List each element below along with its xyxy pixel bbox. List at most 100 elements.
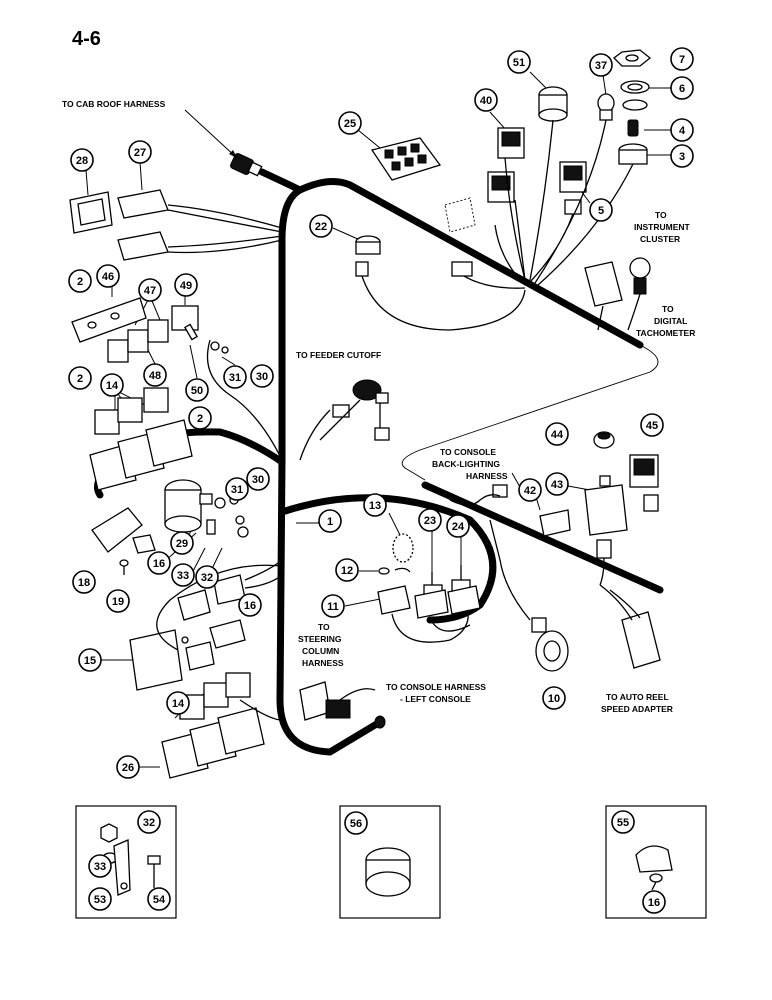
label-instrument-1: TO xyxy=(655,210,667,220)
callout-31-a: 31 xyxy=(223,365,247,389)
label-reel-2: SPEED ADAPTER xyxy=(601,704,673,714)
svg-text:11: 11 xyxy=(327,601,339,613)
svg-text:37: 37 xyxy=(595,60,607,72)
label-instrument-2: INSTRUMENT xyxy=(634,222,691,232)
auto-reel-connector xyxy=(599,584,661,669)
svg-text:18: 18 xyxy=(78,577,90,589)
callout-56: 56 xyxy=(344,811,368,835)
steering-column-connector xyxy=(299,681,376,721)
label-left-console-1: TO CONSOLE HARNESS xyxy=(386,682,486,692)
label-tach-3: TACHOMETER xyxy=(636,328,695,338)
callout-11: 11 xyxy=(321,594,345,618)
callout-5: 5 xyxy=(589,198,613,222)
switch-22 xyxy=(355,235,526,331)
svg-text:1: 1 xyxy=(327,516,333,528)
inset-right xyxy=(605,805,707,919)
svg-text:40: 40 xyxy=(480,95,492,107)
label-steering-3: COLUMN xyxy=(302,646,339,656)
svg-text:27: 27 xyxy=(134,147,146,159)
svg-text:49: 49 xyxy=(180,280,192,292)
callout-48: 48 xyxy=(143,363,167,387)
callout-19: 19 xyxy=(106,589,130,613)
left-console-end xyxy=(374,715,386,729)
callout-54: 54 xyxy=(147,887,171,911)
solenoid-29 xyxy=(164,479,213,533)
feeder-cutoff-connector xyxy=(299,379,390,461)
svg-text:3: 3 xyxy=(679,151,685,163)
svg-text:12: 12 xyxy=(341,565,353,577)
label-cab-roof: TO CAB ROOF HARNESS xyxy=(62,99,166,109)
cover-18 xyxy=(91,507,143,553)
dashed-bracket xyxy=(444,197,476,233)
callout-53: 53 xyxy=(88,887,112,911)
switch-10 xyxy=(489,519,569,672)
connector-42 xyxy=(539,509,571,537)
label-feeder: TO FEEDER CUTOFF xyxy=(296,350,381,360)
callout-6: 6 xyxy=(670,76,694,100)
rocker-switch-45 xyxy=(629,454,659,512)
callout-16-c: 16 xyxy=(642,890,666,914)
relays-14-lower xyxy=(179,672,251,720)
svg-text:45: 45 xyxy=(646,420,658,432)
svg-text:55: 55 xyxy=(617,817,629,829)
svg-text:28: 28 xyxy=(76,155,88,167)
bracket-46 xyxy=(71,297,147,343)
svg-text:33: 33 xyxy=(94,861,106,873)
svg-text:48: 48 xyxy=(149,370,161,382)
svg-text:7: 7 xyxy=(679,54,685,66)
hardware-30-31-upper xyxy=(206,339,283,461)
callout-29: 29 xyxy=(170,531,194,555)
callout-30-a: 30 xyxy=(250,364,274,388)
svg-text:23: 23 xyxy=(424,515,436,527)
callout-27: 27 xyxy=(128,140,152,164)
screw-12 xyxy=(378,567,411,575)
svg-text:54: 54 xyxy=(153,894,166,906)
inset-center xyxy=(339,805,441,919)
svg-text:30: 30 xyxy=(252,474,264,486)
callout-bubbles: 28 27 25 51 37 7 6 40 4 3 5 22 2 46 47 4… xyxy=(68,47,694,914)
svg-text:13: 13 xyxy=(369,500,381,512)
callout-46: 46 xyxy=(96,264,120,288)
callout-2-c: 2 xyxy=(188,406,212,430)
svg-text:50: 50 xyxy=(191,385,203,397)
callout-1: 1 xyxy=(318,509,342,533)
svg-text:32: 32 xyxy=(143,817,155,829)
label-steering-2: STEERING xyxy=(298,634,342,644)
callout-25: 25 xyxy=(338,111,362,135)
label-reel-1: TO AUTO REEL xyxy=(606,692,669,702)
label-backlight-1: TO CONSOLE xyxy=(440,447,496,457)
sockets-26 xyxy=(161,699,283,779)
callout-13: 13 xyxy=(363,493,387,517)
svg-text:22: 22 xyxy=(315,221,327,233)
svg-text:31: 31 xyxy=(231,484,243,496)
callout-23: 23 xyxy=(418,508,442,532)
svg-text:24: 24 xyxy=(452,521,465,533)
backlight-connector xyxy=(449,484,508,506)
label-steering-1: TO xyxy=(318,622,330,632)
callout-33-b: 33 xyxy=(88,854,112,878)
rocker-switch-5 xyxy=(559,161,587,215)
key-switch-4 xyxy=(618,119,648,165)
callout-24: 24 xyxy=(446,514,470,538)
label-left-console-2: - LEFT CONSOLE xyxy=(400,694,471,704)
nut-7 xyxy=(613,49,652,67)
washer-6 xyxy=(620,80,650,111)
label-backlight-3: HARNESS xyxy=(466,471,508,481)
tachometer-connector xyxy=(627,257,651,331)
callout-42: 42 xyxy=(518,478,542,502)
callout-7: 7 xyxy=(670,47,694,71)
callout-16-a: 16 xyxy=(147,551,171,575)
fuse-block-25 xyxy=(370,137,442,181)
hardware-30-31-lower xyxy=(206,495,249,538)
callout-28: 28 xyxy=(70,148,94,172)
svg-text:31: 31 xyxy=(229,372,241,384)
callout-31-b: 31 xyxy=(225,477,249,501)
switch-13 xyxy=(392,533,414,563)
svg-text:53: 53 xyxy=(94,894,106,906)
callout-40: 40 xyxy=(474,88,498,112)
main-harness xyxy=(94,168,664,756)
svg-text:43: 43 xyxy=(551,479,563,491)
bracket-28 xyxy=(69,191,113,234)
callout-16-b: 16 xyxy=(238,593,262,617)
